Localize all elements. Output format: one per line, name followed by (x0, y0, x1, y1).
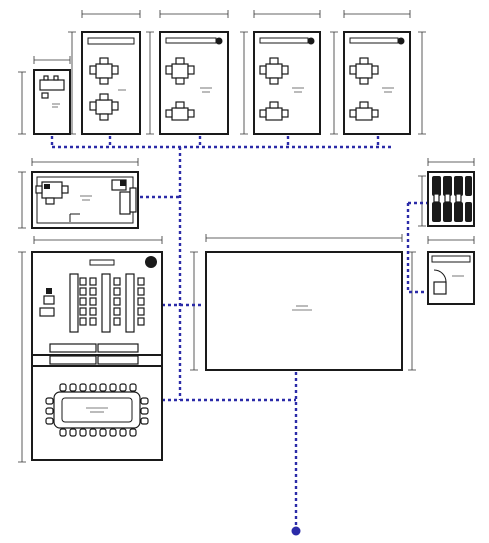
office-b (81, 31, 141, 135)
server-branch (406, 203, 428, 294)
dimension-lines (18, 10, 475, 463)
training-room (31, 251, 163, 461)
office-d (253, 31, 321, 135)
office-a (33, 69, 71, 135)
office-c (159, 31, 229, 135)
open-hall (205, 251, 403, 371)
meeting-room (45, 383, 149, 437)
utility-room (427, 251, 475, 305)
filled-circle-node-icon (291, 526, 301, 536)
office-f (31, 171, 139, 229)
office-e (343, 31, 411, 135)
network-cabling (50, 136, 428, 530)
server-racks (432, 176, 472, 222)
equipment-room (427, 171, 475, 227)
seating-rows (69, 273, 145, 333)
meeting-chairs (45, 383, 149, 437)
